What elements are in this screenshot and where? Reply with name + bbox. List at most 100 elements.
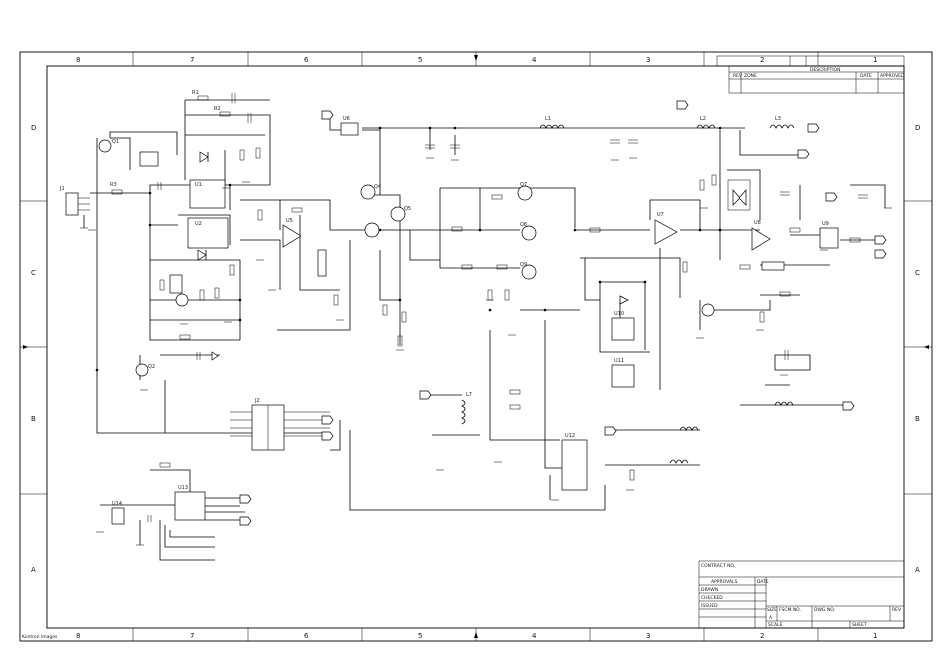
- zone-labels-bottom: 8 7 6 5 4 3 2 1: [76, 632, 877, 640]
- connector-j2: [230, 404, 330, 451]
- transistor-q8: [521, 225, 537, 241]
- dwg-no-label: DWG NO.: [814, 607, 835, 613]
- outer-frame: [19, 51, 933, 642]
- inductor-l3: [769, 124, 795, 129]
- ic-u4: [169, 274, 183, 294]
- zone-top-7: 2: [760, 56, 764, 64]
- zone-left-c: C: [31, 269, 36, 277]
- rev-col-date: DATE: [860, 73, 872, 79]
- diode-d5: [619, 295, 629, 305]
- svg-text:Q2: Q2: [148, 364, 155, 370]
- zone-bottom-2: 7: [190, 632, 194, 640]
- inductor-l5: [679, 426, 699, 431]
- zone-left-a: A: [31, 566, 36, 574]
- left-grounds: [88, 181, 276, 391]
- issued-label: ISSUED: [701, 603, 718, 609]
- svg-text:J1: J1: [59, 186, 65, 192]
- date-label: DATE: [757, 579, 769, 585]
- checked-label: CHECKED: [701, 595, 723, 601]
- svg-text:Q7: Q7: [520, 182, 527, 188]
- transistor-q1: [98, 139, 112, 153]
- zone-top-4: 5: [418, 56, 422, 64]
- svg-text:Q4: Q4: [374, 184, 381, 190]
- inner-frame: [46, 65, 905, 629]
- ic-u3: [139, 151, 159, 167]
- center-markers: [23, 55, 929, 638]
- transistor-q7: [517, 185, 533, 201]
- transistor-q4: [360, 184, 376, 200]
- bottom-left-section: [100, 462, 245, 561]
- ic-u9: [819, 227, 839, 249]
- center-passives: [257, 194, 510, 347]
- svg-text:L7: L7: [466, 392, 472, 398]
- zone-right-d: D: [915, 124, 920, 132]
- svg-text:L1: L1: [545, 116, 551, 122]
- ic-u2: [187, 217, 229, 249]
- junction-dots: [95, 126, 722, 372]
- zone-top-6: 3: [646, 56, 650, 64]
- center-network-wires: [240, 115, 745, 345]
- zone-right-b: B: [915, 415, 920, 423]
- svg-text:U8: U8: [754, 220, 761, 226]
- transistor-q2: [135, 363, 149, 377]
- svg-text:Q9: Q9: [520, 262, 527, 268]
- right-passives: [509, 174, 868, 481]
- zone-dividers: [20, 52, 932, 641]
- size-value: A: [769, 615, 773, 621]
- left-diodes: [197, 151, 219, 361]
- potentiometer-r2: [761, 261, 785, 271]
- inductor-l7: [461, 399, 466, 425]
- left-network-wires: [90, 99, 330, 434]
- ic-u1-label: U1: [195, 182, 202, 188]
- rev-col-approved: APPROVED: [880, 73, 905, 79]
- zone-bottom-6: 3: [646, 632, 650, 640]
- ground-symbols: [96, 157, 892, 546]
- zone-bottom-3: 6: [304, 632, 309, 640]
- regulator-u6: [340, 122, 359, 136]
- sheet-label: SHEET: [852, 622, 867, 628]
- zone-right-a: A: [915, 566, 920, 574]
- transistor-q10: [701, 303, 715, 317]
- zone-bottom-7: 2: [760, 632, 764, 640]
- svg-text:L3: L3: [775, 116, 781, 122]
- ic-u12: [561, 439, 588, 491]
- inductor-l4: [774, 401, 794, 406]
- svg-text:U14: U14: [112, 501, 122, 507]
- zone-bottom-8: 1: [873, 632, 877, 640]
- zone-labels-right: D C B A: [915, 124, 920, 574]
- opamp-u5: [282, 224, 302, 248]
- fscm-label: FSCM NO.: [779, 607, 801, 613]
- zone-left-d: D: [31, 124, 36, 132]
- zone-top-8: 1: [873, 56, 877, 64]
- connector-j1: [65, 192, 90, 229]
- contract-no-label: CONTRACT NO.: [701, 563, 735, 569]
- title-block: [698, 560, 905, 629]
- zone-bottom-5: 4: [532, 632, 537, 640]
- svg-text:U5: U5: [286, 218, 293, 224]
- ic-u10: [611, 317, 635, 341]
- rev-col-rev: REV: [733, 73, 743, 79]
- rev-label: REV: [892, 607, 902, 613]
- ic-u11: [611, 364, 635, 388]
- zone-top-1: 8: [76, 56, 80, 64]
- zone-labels-left: D C B A: [31, 124, 36, 574]
- zone-top-5: 4: [532, 56, 537, 64]
- svg-text:R2: R2: [214, 106, 221, 112]
- footer-note: Kontron Images: [22, 634, 58, 640]
- svg-text:Q5: Q5: [404, 206, 411, 212]
- svg-text:U10: U10: [614, 311, 624, 317]
- revision-table: [716, 55, 905, 94]
- zone-labels-top: 8 7 6 5 4 3 2 1: [76, 56, 877, 64]
- rev-col-zone: ZONE: [744, 73, 757, 79]
- drawn-label: DRAWN: [701, 587, 718, 593]
- inductor-l1: [539, 124, 565, 129]
- lower-center-wires: [330, 309, 606, 511]
- svg-text:U6: U6: [343, 116, 350, 122]
- svg-text:R3: R3: [110, 182, 117, 188]
- offsheet-connectors: [239, 100, 887, 526]
- approvals-label: APPROVALS: [711, 579, 737, 585]
- svg-text:Q1: Q1: [112, 139, 119, 145]
- potentiometer-r1: [317, 249, 327, 277]
